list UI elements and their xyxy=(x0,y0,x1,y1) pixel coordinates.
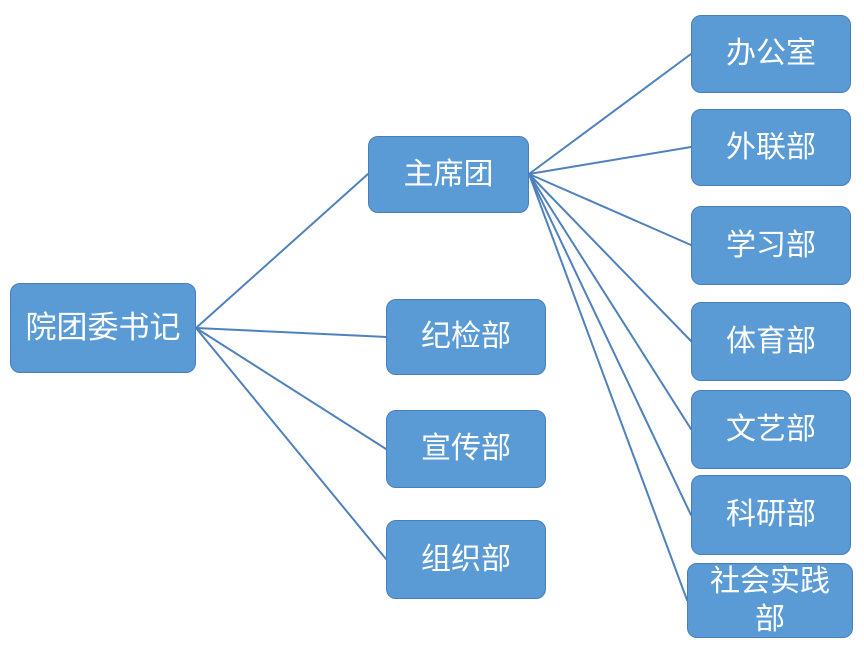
node-external: 外联部 xyxy=(691,109,851,186)
connector-presidium-external xyxy=(528,146,692,175)
connector-presidium-office xyxy=(528,53,692,175)
connector-presidium-research xyxy=(528,173,692,516)
node-research: 科研部 xyxy=(691,475,851,555)
node-presidium: 主席团 xyxy=(368,136,529,213)
node-discipline: 纪检部 xyxy=(386,299,546,375)
node-arts: 文艺部 xyxy=(691,390,851,469)
connector-secretary-publicity xyxy=(195,327,387,450)
node-publicity: 宣传部 xyxy=(386,410,546,488)
node-secretary: 院团委书记 xyxy=(10,283,196,373)
connector-presidium-sports xyxy=(528,173,692,342)
node-office: 办公室 xyxy=(691,15,851,93)
node-study: 学习部 xyxy=(691,206,851,285)
connector-secretary-discipline xyxy=(195,327,387,338)
connector-presidium-practice xyxy=(528,173,688,601)
connector-presidium-arts xyxy=(528,173,692,430)
node-sports: 体育部 xyxy=(691,302,851,381)
connector-secretary-presidium xyxy=(195,173,369,329)
connector-secretary-organization xyxy=(195,327,387,560)
node-organization: 组织部 xyxy=(386,520,546,599)
node-practice: 社会实践部 xyxy=(687,563,853,638)
connector-presidium-study xyxy=(528,173,692,246)
